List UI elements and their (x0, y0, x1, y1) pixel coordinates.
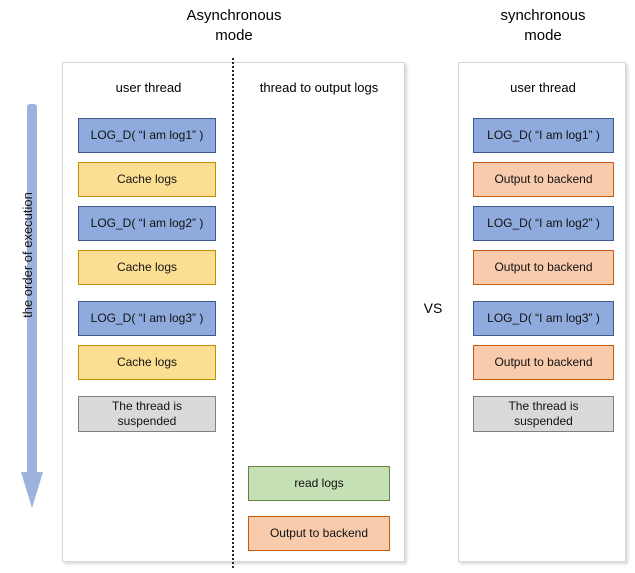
execution-order-arrow (20, 104, 44, 512)
thread-divider (232, 58, 234, 568)
step-box: LOG_D( “I am log2” ) (78, 206, 216, 241)
step-box: Output to backend (473, 250, 614, 285)
column-header-output-log-thread: thread to output logs (259, 80, 379, 95)
synchronous-mode-panel: user thread LOG_D( “I am log1” ) Output … (458, 62, 626, 562)
asynchronous-mode-panel: user thread thread to output logs LOG_D(… (62, 58, 405, 568)
step-box: Cache logs (78, 162, 216, 197)
title-asynchronous-mode: Asynchronous mode (186, 7, 282, 44)
title-synchronous-mode: synchronous mode (500, 7, 586, 44)
step-box: LOG_D( “I am log1” ) (78, 118, 216, 153)
step-box: The thread is suspended (78, 396, 216, 432)
step-box: Cache logs (78, 345, 216, 380)
column-header-user-thread-async: user thread (115, 80, 182, 95)
step-box: Output to backend (473, 162, 614, 197)
step-box: The thread is suspended (473, 396, 614, 432)
step-box: LOG_D( “I am log1” ) (473, 118, 614, 153)
step-box: LOG_D( “I am log3” ) (473, 301, 614, 336)
step-box: Output to backend (248, 516, 390, 551)
execution-order-label: the order of execution (20, 192, 35, 318)
step-box: Cache logs (78, 250, 216, 285)
step-box: LOG_D( “I am log3” ) (78, 301, 216, 336)
step-box: Output to backend (473, 345, 614, 380)
arrow-down-icon (21, 104, 43, 508)
step-box: read logs (248, 466, 390, 501)
column-header-user-thread-sync: user thread (510, 80, 576, 95)
step-box: LOG_D( “I am log2” ) (473, 206, 614, 241)
versus-label: VS (423, 300, 443, 316)
